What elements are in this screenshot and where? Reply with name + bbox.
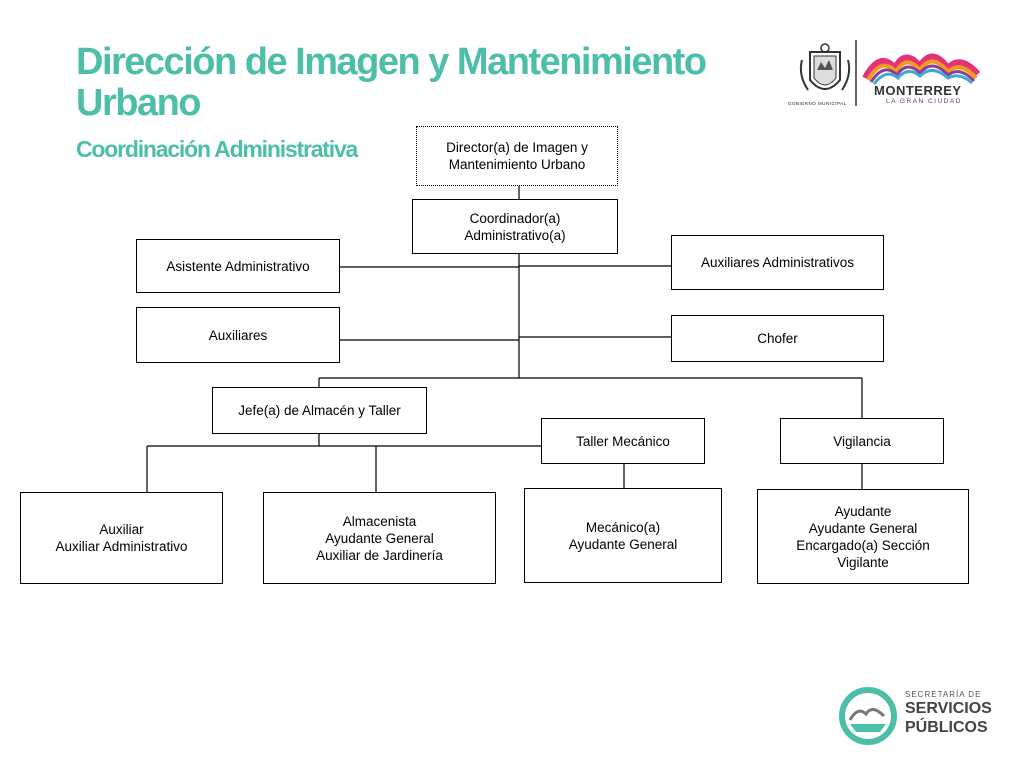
secretaria-line1: SERVICIOS (905, 700, 992, 717)
chofer-box: Chofer (671, 315, 884, 362)
municipal-caption: GOBIERNO MUNICIPAL (788, 101, 847, 106)
monterrey-mountain-logo-icon (862, 53, 981, 85)
auxiliares-box: Auxiliares (136, 307, 340, 363)
title-line-2: Urbano (76, 82, 201, 124)
coordinador-box: Coordinador(a) Administrativo(a) (412, 199, 618, 254)
director-label: Director(a) de Imagen y Mantenimiento Ur… (446, 140, 588, 172)
page-subtitle: Coordinación Administrativa (76, 136, 358, 162)
taller-mecanico-label: Taller Mecánico (576, 433, 670, 449)
page-title: Dirección de Imagen y Mantenimiento Urba… (76, 41, 707, 124)
auxiliares-label: Auxiliares (208, 327, 268, 343)
auxiliares-admin-box: Auxiliares Administrativos (671, 235, 884, 290)
mecanico-group-label: Mecánico(a) Ayudante General (568, 519, 678, 552)
auxiliares-admin-label: Auxiliares Administrativos (700, 255, 855, 270)
auxiliar-group-box: Auxiliar Auxiliar Administrativo (20, 492, 223, 584)
asistente-label: Asistente Administrativo (166, 258, 310, 274)
almacenista-group-box: Almacenista Ayudante General Auxiliar de… (263, 492, 496, 584)
title-line-1: Dirección de Imagen y Mantenimiento (76, 41, 707, 83)
vigilancia-group-box: Ayudante Ayudante General Encargado(a) S… (757, 489, 969, 584)
vigilancia-group-label: Ayudante Ayudante General Encargado(a) S… (796, 503, 930, 570)
servicios-publicos-logo-icon (839, 687, 897, 745)
jefe-almacen-label: Jefe(a) de Almacén y Taller (238, 403, 401, 418)
secretaria-line2: PÚBLICOS (905, 719, 988, 736)
asistente-box: Asistente Administrativo (136, 239, 340, 293)
monterrey-name: MONTERREY (874, 83, 962, 98)
chofer-label: Chofer (757, 331, 798, 346)
mty-badge: MTY (862, 718, 877, 725)
auxiliar-group-label: Auxiliar Auxiliar Administrativo (55, 522, 188, 554)
secretaria-small-label: SECRETARÍA DE (905, 690, 982, 699)
almacenista-group-label: Almacenista Ayudante General Auxiliar de… (316, 513, 443, 563)
monterrey-tagline: LA GRAN CIUDAD (886, 98, 962, 105)
vigilancia-box: Vigilancia (780, 418, 944, 464)
jefe-almacen-box: Jefe(a) de Almacén y Taller (212, 387, 427, 434)
mecanico-group-box: Mecánico(a) Ayudante General (524, 488, 722, 583)
director-box: Director(a) de Imagen y Mantenimiento Ur… (416, 126, 618, 186)
coordinador-label: Coordinador(a) Administrativo(a) (464, 210, 566, 243)
municipal-seal-icon (799, 40, 857, 106)
taller-mecanico-box: Taller Mecánico (541, 418, 705, 464)
vigilancia-label: Vigilancia (833, 433, 891, 449)
